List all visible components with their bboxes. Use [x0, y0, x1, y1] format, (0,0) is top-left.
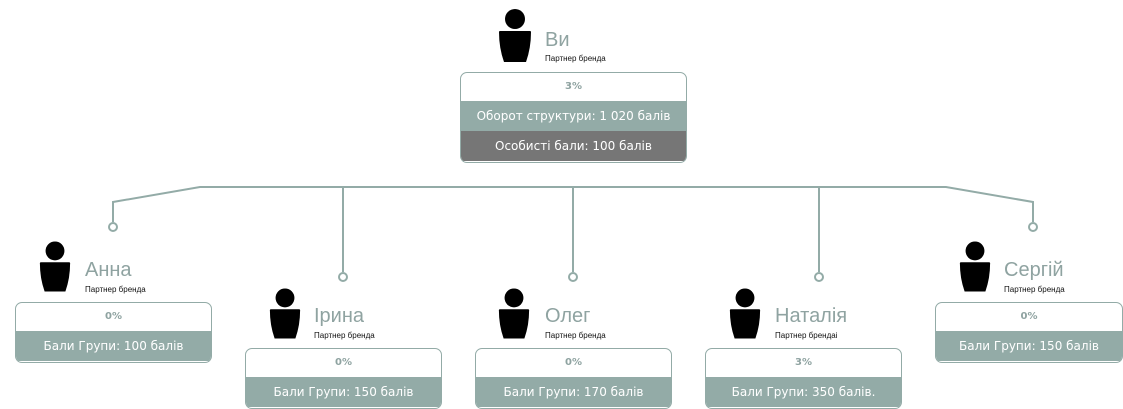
connector-dot: [108, 222, 118, 232]
node-name: Анна: [85, 259, 132, 281]
connector-dot: [568, 272, 578, 282]
group-points-row: Бали Групи: 150 балів: [936, 331, 1122, 361]
connector-dot: [814, 272, 824, 282]
person-icon: [498, 288, 530, 339]
node-role: Партнер брендаі: [775, 331, 838, 340]
root-card: 3% Оборот структури: 1 020 балів Особист…: [460, 72, 687, 163]
node-name: Олег: [545, 305, 591, 327]
percent-value: 0%: [335, 357, 352, 368]
node-role: Партнер бренда: [85, 285, 146, 294]
connector-dot: [1028, 222, 1038, 232]
node-role: Партнер бренда: [545, 54, 606, 63]
group-points-row: Бали Групи: 350 балів.: [706, 377, 901, 407]
percent-value: 3%: [565, 81, 582, 92]
group-points-row: Бали Групи: 100 балів: [16, 331, 211, 361]
node-role: Партнер бренда: [1004, 285, 1065, 294]
node-name: Сергій: [1004, 259, 1064, 281]
connector-dot: [338, 272, 348, 282]
node-name: Наталія: [775, 305, 848, 327]
group-points-row: Бали Групи: 150 балів: [246, 377, 441, 407]
node-role: Партнер бренда: [545, 331, 606, 340]
person-icon: [959, 241, 991, 292]
percent-value: 3%: [795, 357, 812, 368]
member-card: 0% Бали Групи: 150 балів: [935, 302, 1123, 363]
node-role: Партнер бренда: [314, 331, 375, 340]
person-icon: [499, 9, 531, 62]
percent-value: 0%: [105, 311, 122, 322]
group-points-row: Бали Групи: 170 балів: [476, 377, 671, 407]
member-card: 0% Бали Групи: 170 балів: [475, 348, 672, 409]
person-icon: [729, 288, 761, 339]
percent-value: 0%: [1020, 311, 1038, 322]
member-card: 0% Бали Групи: 150 балів: [245, 348, 442, 409]
personal-points-row: Особисті бали: 100 балів: [461, 131, 686, 161]
person-icon: [269, 288, 301, 339]
member-card: 3% Бали Групи: 350 балів.: [705, 348, 902, 409]
member-card: 0% Бали Групи: 100 балів: [15, 302, 212, 363]
node-name: Ірина: [314, 305, 365, 327]
percent-value: 0%: [565, 357, 582, 368]
person-icon: [39, 241, 71, 292]
turnover-row: Оборот структури: 1 020 балів: [461, 101, 686, 131]
node-name: Ви: [545, 29, 570, 51]
